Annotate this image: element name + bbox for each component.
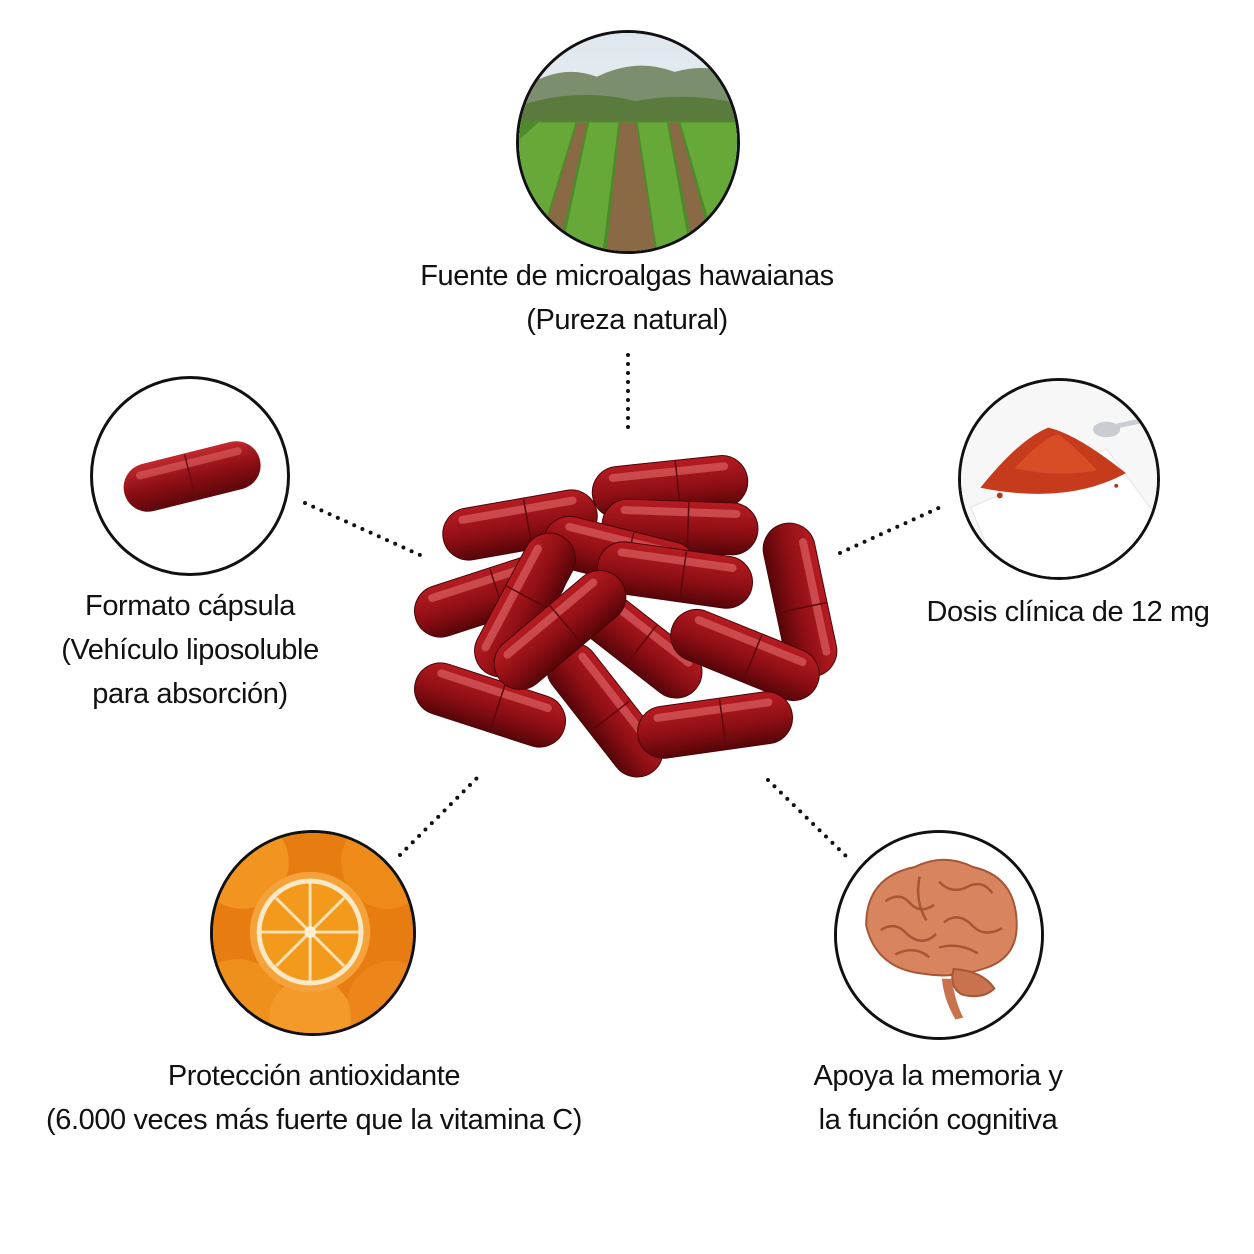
memory-title: Apoya la memoria y	[813, 1060, 1063, 1092]
brain-icon	[837, 833, 1041, 1037]
powder-image	[958, 378, 1160, 580]
antioxidant-label: Protección antioxidante (6.000 veces más…	[40, 1054, 588, 1142]
pile-capsule	[601, 498, 759, 556]
brain-image	[834, 830, 1044, 1040]
pile-capsule	[442, 489, 598, 561]
oranges-image	[210, 830, 416, 1036]
connector-right	[838, 503, 947, 555]
capsule-subtitle-1: (Vehículo liposoluble	[61, 634, 319, 666]
pile-capsule	[474, 532, 576, 678]
pile-capsule	[543, 515, 697, 595]
orange-slice-icon	[213, 833, 413, 1033]
dose-label: Dosis clínica de 12 mg	[900, 590, 1236, 634]
pile-capsule	[597, 541, 753, 609]
source-label: Fuente de microalgas hawaianas (Pureza n…	[340, 254, 914, 342]
capsule-icon	[123, 441, 261, 512]
pile-capsule	[414, 662, 566, 748]
pile-capsule	[546, 642, 664, 778]
farm-field-image	[516, 30, 740, 254]
antioxidant-subtitle: (6.000 veces más fuerte que la vitamina …	[45, 1104, 583, 1136]
pile-capsule	[493, 570, 627, 690]
connector-left	[303, 501, 422, 557]
capsule-label: Formato cápsula (Vehículo liposoluble pa…	[20, 584, 360, 716]
source-title: Fuente de microalgas hawaianas	[420, 260, 834, 292]
source-subtitle: (Pureza natural)	[526, 304, 728, 336]
pile-capsule	[670, 609, 820, 701]
memory-subtitle: la función cognitiva	[818, 1104, 1058, 1136]
pile-capsule	[637, 691, 793, 759]
powder-with-spoon-icon	[961, 381, 1157, 577]
pile-capsule	[591, 455, 749, 519]
memory-label: Apoya la memoria y la función cognitiva	[760, 1054, 1116, 1142]
pile-capsule	[567, 581, 703, 699]
capsule-image	[90, 376, 290, 576]
farm-field-icon	[519, 33, 737, 251]
connector-bottom-left	[398, 773, 482, 857]
capsule-title: Formato cápsula	[85, 590, 295, 622]
connector-bottom-right	[766, 778, 850, 860]
pile-capsule	[414, 552, 566, 638]
dose-title: Dosis clínica de 12 mg	[926, 596, 1210, 628]
pile-capsule	[762, 522, 838, 678]
antioxidant-title: Protección antioxidante	[167, 1060, 461, 1092]
capsule-subtitle-2: para absorción)	[92, 678, 288, 710]
